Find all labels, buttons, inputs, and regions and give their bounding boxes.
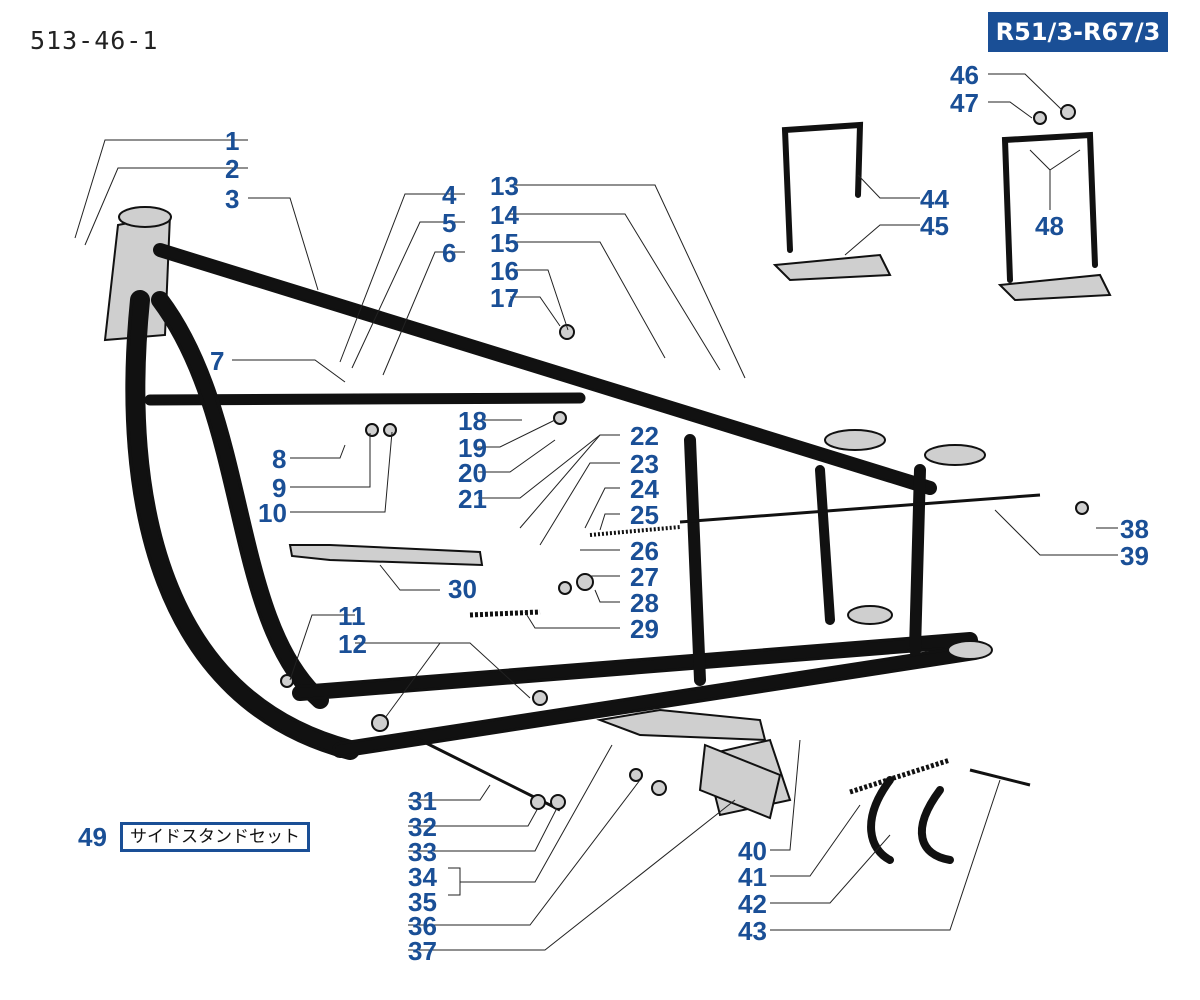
callout-2: 2 xyxy=(225,154,239,184)
callout-36: 36 xyxy=(408,911,437,941)
callout-45: 45 xyxy=(920,211,949,241)
callout-31: 31 xyxy=(408,786,437,816)
callout-numbers: 1 2 3 4 5 6 7 8 9 10 11 12 13 14 15 16 1… xyxy=(210,60,1149,966)
callout-34: 34 xyxy=(408,862,437,892)
callout-17: 17 xyxy=(490,283,519,313)
callout-41: 41 xyxy=(738,862,767,892)
callout-42: 42 xyxy=(738,889,767,919)
callout-48: 48 xyxy=(1035,211,1064,241)
callout-40: 40 xyxy=(738,836,767,866)
page-code: 513-46-1 xyxy=(30,26,159,55)
callout-13: 13 xyxy=(490,171,519,201)
callout-46: 46 xyxy=(950,60,979,90)
callout-7: 7 xyxy=(210,346,224,376)
callout-37: 37 xyxy=(408,936,437,966)
callout-16: 16 xyxy=(490,256,519,286)
callout-3: 3 xyxy=(225,184,239,214)
callout-1: 1 xyxy=(225,126,239,156)
callout-47: 47 xyxy=(950,88,979,118)
callout-38: 38 xyxy=(1120,514,1149,544)
callout-10: 10 xyxy=(258,498,287,528)
callout-18: 18 xyxy=(458,406,487,436)
callout-32: 32 xyxy=(408,812,437,842)
set-number: 49 xyxy=(78,822,107,852)
callout-25: 25 xyxy=(630,500,659,530)
callout-30: 30 xyxy=(448,574,477,604)
callout-43: 43 xyxy=(738,916,767,946)
callout-27: 27 xyxy=(630,562,659,592)
callout-20: 20 xyxy=(458,458,487,488)
leader-lines xyxy=(74,73,1118,951)
callout-29: 29 xyxy=(630,614,659,644)
callout-11: 11 xyxy=(338,601,366,631)
callout-12: 12 xyxy=(338,629,367,659)
callout-6: 6 xyxy=(442,238,456,268)
callout-39: 39 xyxy=(1120,541,1149,571)
callout-35: 35 xyxy=(408,887,437,917)
callout-24: 24 xyxy=(630,474,659,504)
callout-15: 15 xyxy=(490,228,519,258)
callout-23: 23 xyxy=(630,449,659,479)
callout-44: 44 xyxy=(920,184,949,214)
frame-illustration xyxy=(103,104,1112,864)
callout-4: 4 xyxy=(442,180,457,210)
callout-33: 33 xyxy=(408,837,437,867)
callout-14: 14 xyxy=(490,200,519,230)
model-badge: R51/3-R67/3 xyxy=(988,12,1168,52)
callout-19: 19 xyxy=(458,433,487,463)
callout-22: 22 xyxy=(630,421,659,451)
side-stand-set-label: サイドスタンドセット xyxy=(120,822,310,852)
callout-26: 26 xyxy=(630,536,659,566)
callout-5: 5 xyxy=(442,208,456,238)
callout-8: 8 xyxy=(272,444,286,474)
callout-9: 9 xyxy=(272,473,286,503)
callout-21: 21 xyxy=(458,484,487,514)
callout-28: 28 xyxy=(630,588,659,618)
